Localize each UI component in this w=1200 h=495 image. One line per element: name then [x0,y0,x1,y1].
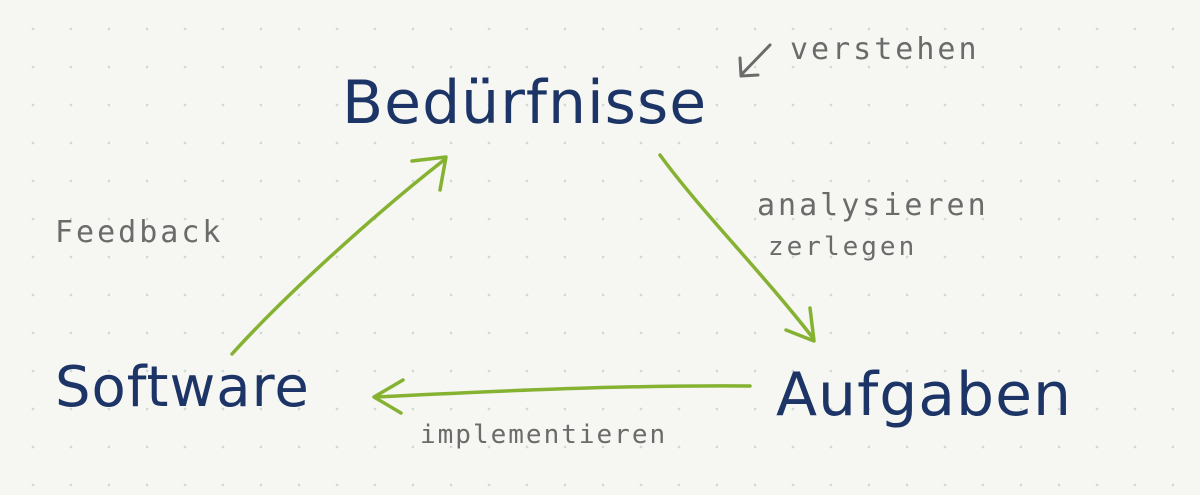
label-feedback: Feedback [55,215,224,250]
arrow-analysieren [658,153,816,343]
label-verstehen: verstehen [790,32,980,67]
node-aufgaben: Aufgaben [776,360,1073,430]
pointer-verstehen [738,43,772,78]
label-zerlegen: zerlegen [768,232,918,262]
node-software: Software [55,355,310,420]
arrow-implementieren [372,378,752,415]
label-implementieren: implementieren [420,420,668,450]
arrow-feedback [230,155,448,356]
label-analysieren: analysieren [757,188,989,223]
node-beduerfnisse: Bedürfnisse [342,68,708,138]
